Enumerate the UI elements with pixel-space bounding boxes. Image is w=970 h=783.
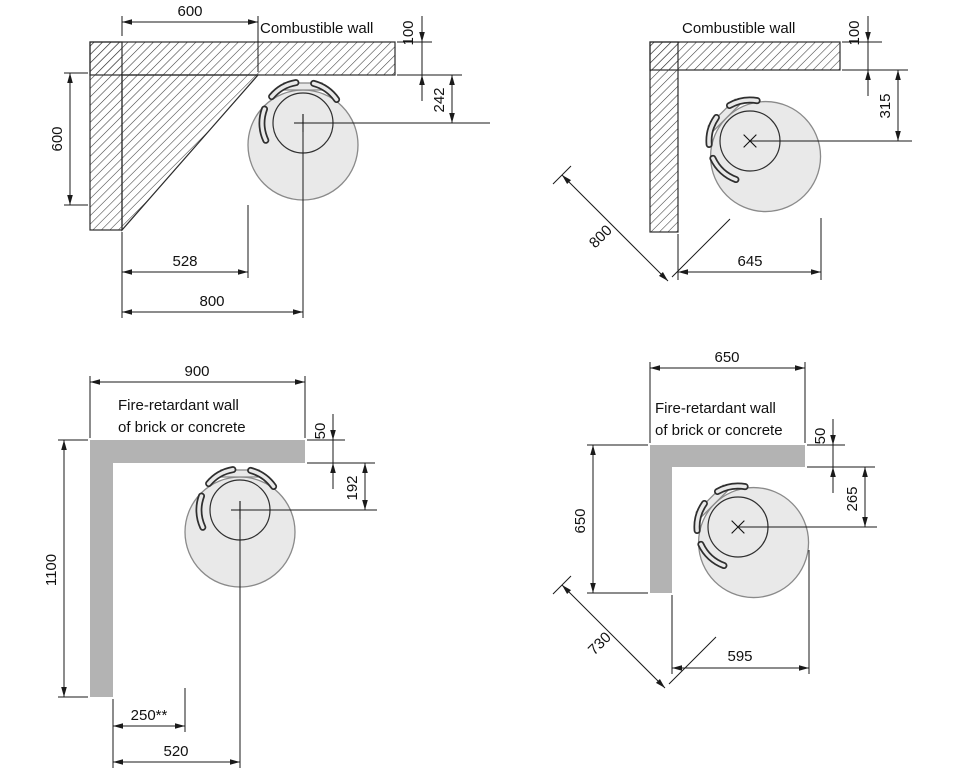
- dim-label-242: 242: [431, 87, 448, 112]
- dim-label-50: 50: [312, 423, 329, 440]
- dim-label-1100: 1100: [43, 554, 60, 586]
- dim-label-645: 645: [737, 253, 762, 270]
- extension-lines: [58, 376, 377, 768]
- dim-label-595: 595: [727, 648, 752, 665]
- stove: [683, 74, 844, 235]
- dim-label-650-left: 650: [572, 508, 589, 533]
- wall-vertical: [650, 445, 672, 593]
- wall-vertical: [89, 41, 123, 231]
- dim-label-192: 192: [344, 475, 361, 500]
- dim-label-100: 100: [400, 20, 417, 45]
- wall-horizontal: [89, 41, 396, 76]
- dimension-line-800-diagonal: [561, 174, 669, 282]
- wall-horizontal: [650, 445, 805, 467]
- diagram-combustible-corner: Combustible wall 100 315 800 645: [552, 16, 912, 282]
- extension-lines: [64, 16, 490, 318]
- diagram-fire-retardant-straight: Fire-retardant wall of brick or concrete…: [43, 363, 377, 768]
- wall-label-line2: of brick or concrete: [655, 422, 783, 439]
- dim-label-520: 520: [163, 743, 188, 760]
- wall-label: Combustible wall: [260, 20, 373, 37]
- diagram-fire-retardant-corner: Fire-retardant wall of brick or concrete…: [552, 349, 877, 689]
- wall-label: Combustible wall: [682, 20, 795, 37]
- wall-label-line2: of brick or concrete: [118, 419, 246, 436]
- dim-label-315: 315: [877, 93, 894, 118]
- dim-label-600-top: 600: [177, 3, 202, 20]
- wall-horizontal: [90, 440, 305, 463]
- dim-label-50: 50: [812, 428, 829, 445]
- dim-label-100: 100: [846, 20, 863, 45]
- dimension-line-730-diagonal: [561, 584, 666, 689]
- wall-label-line1: Fire-retardant wall: [118, 397, 239, 414]
- dim-label-528: 528: [172, 253, 197, 270]
- wall-label-line1: Fire-retardant wall: [655, 400, 776, 417]
- wall-horizontal: [649, 41, 841, 71]
- dim-label-800: 800: [199, 293, 224, 310]
- diagram-combustible-straight: Combustible wall 600 600 100 242 528 800: [49, 3, 490, 318]
- wall-vertical: [649, 41, 679, 233]
- dim-label-265: 265: [844, 486, 861, 511]
- dim-label-650-top: 650: [714, 349, 739, 366]
- dim-label-600-left: 600: [49, 126, 66, 151]
- dim-label-800: 800: [586, 222, 616, 252]
- dim-label-900: 900: [184, 363, 209, 380]
- protected-area-triangle: [121, 74, 260, 232]
- wall-vertical: [90, 440, 113, 697]
- stove: [671, 460, 832, 621]
- dim-label-250: 250**: [131, 707, 168, 724]
